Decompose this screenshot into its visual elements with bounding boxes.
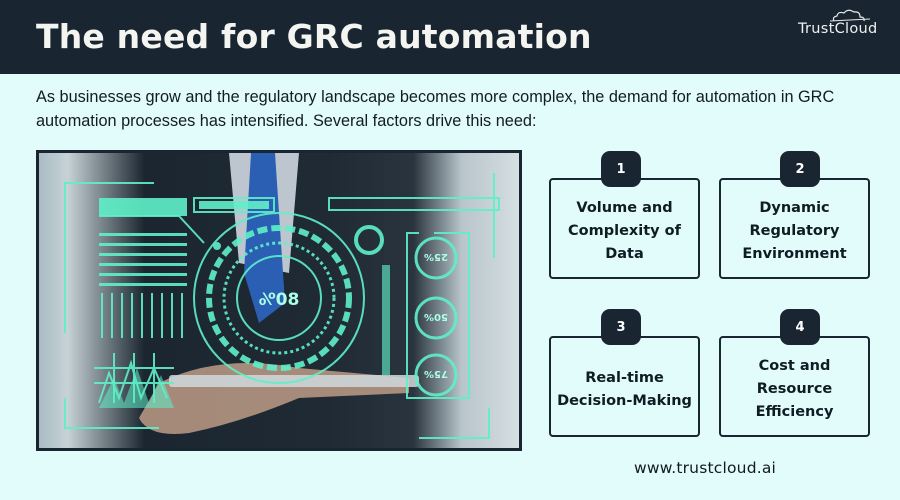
factor-label: Volume and Complexity of Data [568,200,681,262]
page-title: The need for GRC automation [36,17,592,56]
factor-number-badge: 2 [780,151,820,187]
factor-number-badge: 4 [780,309,820,345]
svg-text:50%: 50% [424,311,448,322]
hero-image: 80% 25% 50% 75% [36,150,522,451]
factor-label: Cost and Resource Efficiency [755,358,834,420]
factor-card-1: Volume and Complexity of Data [549,178,700,279]
factor-number-badge: 3 [601,309,641,345]
website-link[interactable]: www.trustcloud.ai [634,459,777,477]
svg-text:80%: 80% [259,290,300,310]
svg-text:75%: 75% [424,368,448,379]
factor-number-badge: 1 [601,151,641,187]
intro-paragraph: As businesses grow and the regulatory la… [36,88,835,130]
factor-label: Real-time Decision-Making [557,369,692,409]
factor-label: Dynamic Regulatory Environment [742,200,847,262]
factor-card-2: Dynamic Regulatory Environment [719,178,870,279]
factor-card-4: Cost and Resource Efficiency [719,336,870,437]
logo-text: TrustCloud [798,21,878,37]
cloud-icon [830,9,870,22]
header-bar: The need for GRC automation TrustCloud [0,0,900,74]
hud-illustration: 80% 25% 50% 75% [64,153,500,439]
svg-text:25%: 25% [424,251,448,262]
factor-card-3: Real-time Decision-Making [549,336,700,437]
trustcloud-logo[interactable]: TrustCloud [798,8,890,40]
